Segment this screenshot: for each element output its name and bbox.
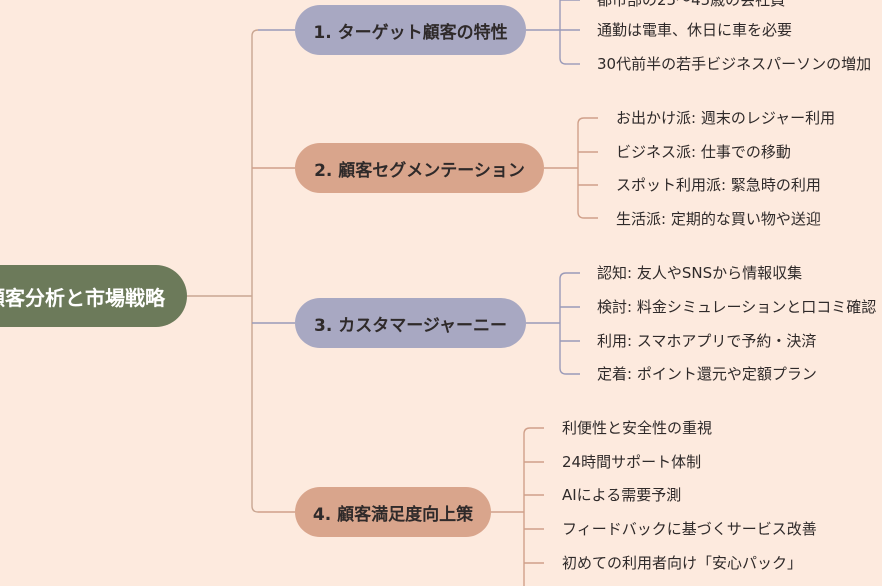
trunk-line — [251, 29, 259, 513]
root-node[interactable]: 顧客分析と市場戦略 — [0, 265, 187, 327]
leaf-4-5: 初めての利用者向け「安心パック」 — [562, 554, 803, 572]
leaf-2-3: スポット利用派: 緊急時の利用 — [616, 176, 821, 194]
branch-4-label: 4. 顧客満足度向上策 — [312, 504, 474, 525]
leaf-3-4: 定着: ポイント還元や定額プラン — [597, 365, 817, 383]
leaf-2-2: ビジネス派: 仕事での移動 — [616, 143, 791, 161]
leaf-2-1: お出かけ派: 週末のレジャー利用 — [616, 109, 836, 127]
branch-1-label: 1. ターゲット顧客の特性 — [313, 22, 508, 43]
branch-2-bracket — [577, 117, 598, 219]
leaf-1-1: 都市部の25〜45歳の会社員 — [597, 0, 786, 9]
leaf-1-2: 通勤は電車、休日に車を必要 — [597, 21, 793, 39]
leaf-2-4: 生活派: 定期的な買い物や送迎 — [616, 210, 821, 228]
leaf-4-1: 利便性と安全性の重視 — [562, 419, 713, 437]
leaf-4-2: 24時間サポート体制 — [562, 453, 702, 471]
branch-1-bracket — [559, 0, 567, 65]
leaf-4-4: フィードバックに基づくサービス改善 — [562, 520, 817, 538]
leaf-1-3: 30代前半の若手ビジネスパーソンの増加 — [597, 55, 872, 73]
branch-node-3[interactable]: 3. カスタマージャーニー — [295, 298, 526, 348]
branch-4-bracket — [523, 427, 544, 586]
branch-2-label: 2. 顧客セグメンテーション — [314, 160, 525, 181]
leaf-3-1: 認知: 友人やSNSから情報収集 — [597, 264, 803, 282]
branch-3-label: 3. カスタマージャーニー — [313, 315, 507, 336]
branch-3-bracket — [559, 272, 580, 375]
branch-node-1[interactable]: 1. ターゲット顧客の特性 — [295, 5, 526, 55]
leaf-3-3: 利用: スマホアプリで予約・決済 — [597, 332, 817, 350]
branch-node-2[interactable]: 2. 顧客セグメンテーション — [295, 143, 544, 193]
branch-node-4[interactable]: 4. 顧客満足度向上策 — [295, 487, 491, 537]
root-label: 顧客分析と市場戦略 — [0, 285, 165, 310]
leaf-4-3: AIによる需要予測 — [562, 486, 682, 504]
leaf-3-2: 検討: 料金シミュレーションと口コミ確認 — [597, 298, 877, 316]
